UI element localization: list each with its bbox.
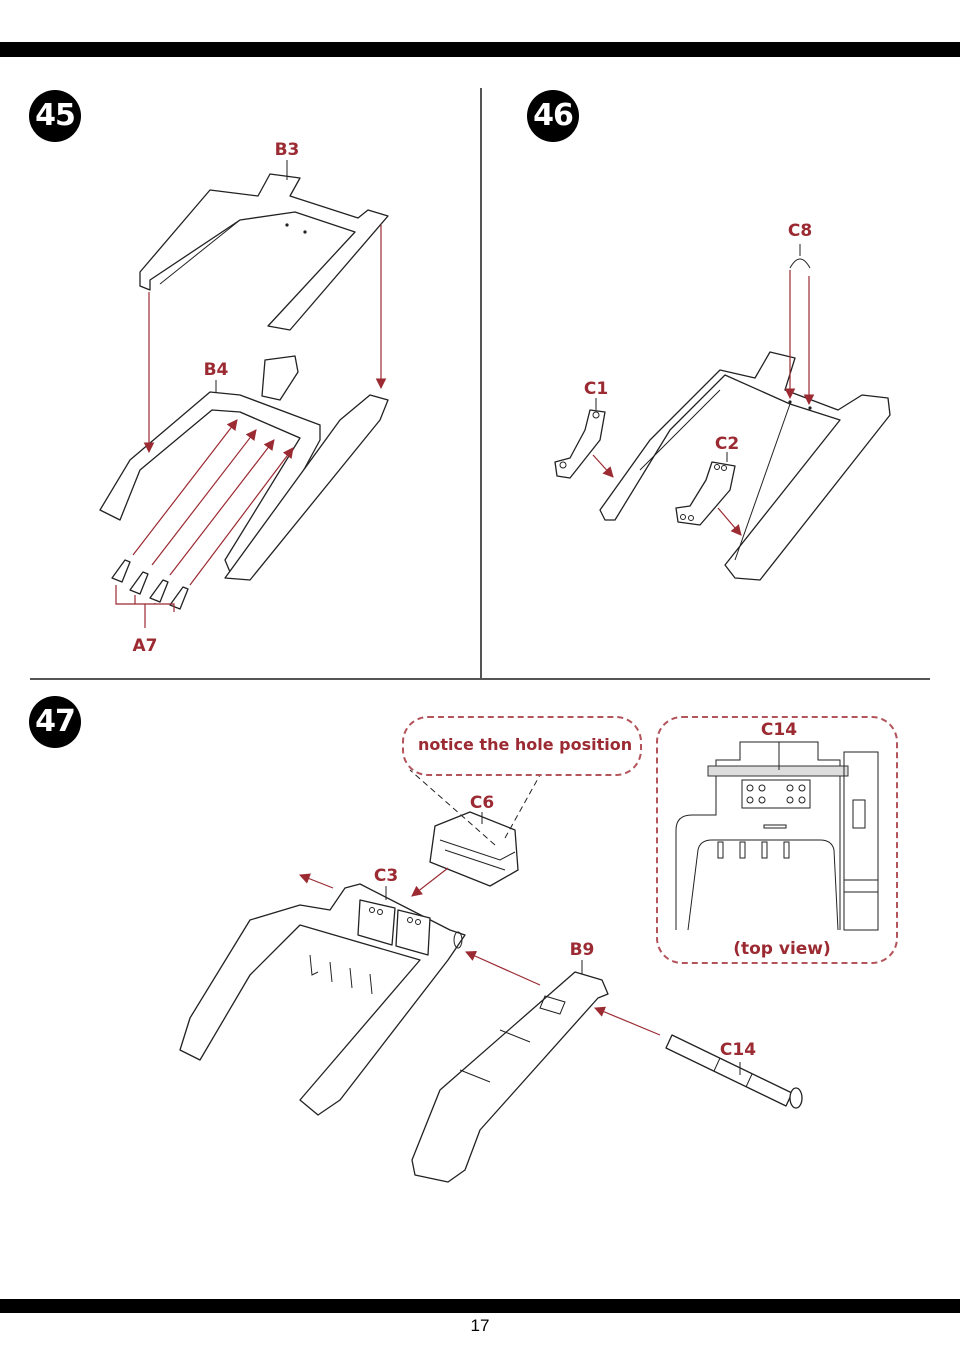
part-b9	[411, 960, 609, 1183]
top-view-inset	[656, 716, 898, 964]
part-frame-assembled	[599, 351, 891, 581]
callout-note: notice the hole position	[418, 735, 633, 754]
part-label-c2: C2	[714, 434, 740, 454]
arrow	[189, 447, 294, 586]
arrow	[132, 419, 238, 556]
arrow	[592, 454, 614, 478]
step-number-badge: 46	[527, 90, 579, 142]
step-47-drawing	[179, 741, 879, 1183]
arrow	[151, 429, 257, 566]
part-label-b4: B4	[203, 360, 229, 380]
inset-label-c14: C14	[760, 720, 798, 740]
part-c8	[789, 244, 811, 269]
part-label-c1: C1	[583, 379, 609, 399]
hole-position-callout	[402, 716, 642, 776]
inset-caption: (top view)	[733, 939, 831, 959]
arrow	[298, 873, 334, 889]
footer-bar	[0, 1299, 960, 1313]
arrow	[594, 1006, 661, 1036]
arrow	[717, 507, 742, 536]
arrow	[169, 439, 275, 576]
part-b3	[139, 160, 389, 331]
step-45-drawing	[99, 160, 389, 628]
part-c6	[409, 769, 541, 887]
step-number-badge: 47	[29, 696, 81, 748]
part-label-c6: C6	[469, 793, 495, 813]
part-label-b9: B9	[569, 940, 595, 960]
panel-divider-vertical	[480, 88, 482, 678]
part-c1	[554, 398, 606, 479]
step-46-drawing	[554, 244, 891, 581]
panel-divider-horizontal	[30, 678, 930, 680]
page-number: 17	[470, 1316, 490, 1335]
part-label-c3: C3	[373, 866, 399, 886]
part-label-a7: A7	[132, 636, 158, 656]
part-frame-step-47	[179, 883, 466, 1116]
inset-top-view-drawing	[675, 741, 879, 931]
part-a7-clips	[111, 559, 189, 628]
part-label-c8: C8	[787, 221, 813, 241]
header-bar	[0, 42, 960, 57]
part-b4	[99, 355, 389, 581]
part-c14-pin	[665, 1034, 803, 1109]
part-label-b3: B3	[274, 140, 300, 160]
part-label-c14: C14	[719, 1040, 757, 1060]
step-number-badge: 45	[29, 90, 81, 142]
arrow	[465, 951, 541, 986]
part-c2	[675, 452, 736, 526]
arrow	[411, 867, 449, 897]
